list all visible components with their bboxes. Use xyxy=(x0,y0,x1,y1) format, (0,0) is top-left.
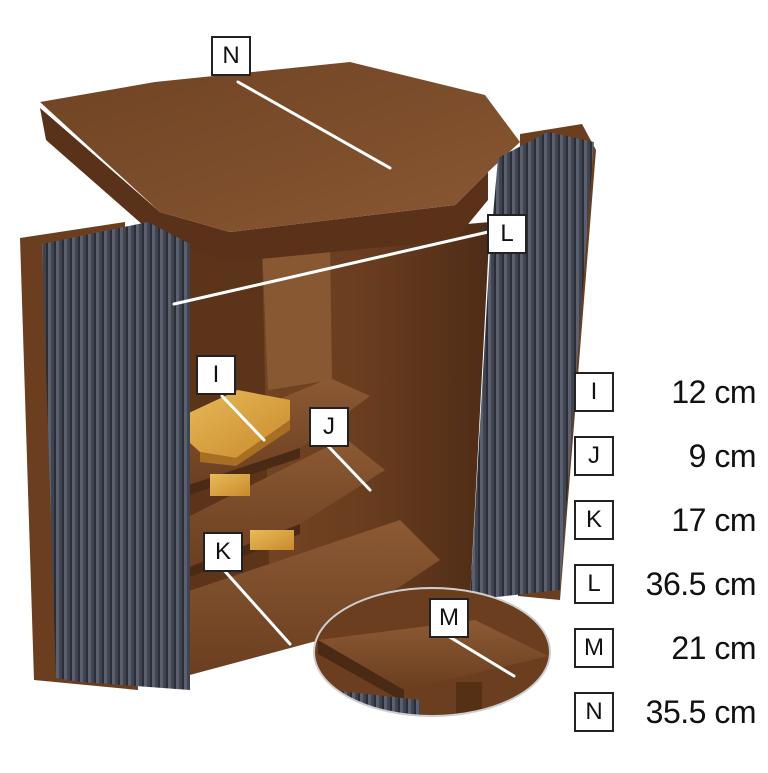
measure-line-i xyxy=(220,394,266,442)
legend-key: I xyxy=(574,372,614,412)
legend-row-l: L 36.5 cm xyxy=(574,564,764,628)
shelf-lower xyxy=(186,520,440,676)
pullout-tray-inset xyxy=(313,587,551,717)
measure-line-n xyxy=(236,80,392,170)
measure-line-m xyxy=(446,634,516,678)
top-panel xyxy=(40,62,520,232)
legend-row-m: M 21 cm xyxy=(574,628,764,692)
legend-key: N xyxy=(574,692,614,732)
measure-line-j xyxy=(326,444,372,492)
legend-row-j: J 9 cm xyxy=(574,436,764,500)
callout-l: L xyxy=(487,214,527,254)
callout-m: M xyxy=(429,598,469,638)
legend-key: K xyxy=(574,500,614,540)
legend-key: L xyxy=(574,564,614,604)
measurement-lines xyxy=(172,80,516,678)
gold-pedestal-middle xyxy=(250,530,294,550)
legend-value: 9 cm xyxy=(688,438,757,474)
gold-pedestal-upper xyxy=(210,474,250,496)
callout-n: N xyxy=(211,36,251,76)
legend-row-k: K 17 cm xyxy=(574,500,764,564)
legend-value: 12 cm xyxy=(671,374,756,410)
legend-row-i: I 12 cm xyxy=(574,372,764,436)
callout-k: K xyxy=(203,532,243,572)
callout-i: I xyxy=(196,355,236,395)
legend-value: 35.5 cm xyxy=(645,694,757,730)
callout-j: J xyxy=(309,407,349,447)
gold-stand-face xyxy=(200,420,290,466)
legend-key: M xyxy=(574,628,614,668)
left-door-slats xyxy=(42,222,190,690)
legend-row-n: N 35.5 cm xyxy=(574,692,764,756)
top-panel-side xyxy=(40,108,488,262)
gold-stand-top xyxy=(178,390,290,458)
legend-key: J xyxy=(574,436,614,476)
measure-line-k xyxy=(220,566,292,646)
legend-value: 17 cm xyxy=(671,502,756,538)
dimension-legend: I 12 cm J 9 cm K 17 cm L 36.5 cm M 21 cm… xyxy=(574,372,764,756)
measure-line-l xyxy=(172,230,490,306)
legend-value: 21 cm xyxy=(671,630,756,666)
interior-center-post xyxy=(262,238,332,390)
legend-value: 36.5 cm xyxy=(645,566,757,602)
